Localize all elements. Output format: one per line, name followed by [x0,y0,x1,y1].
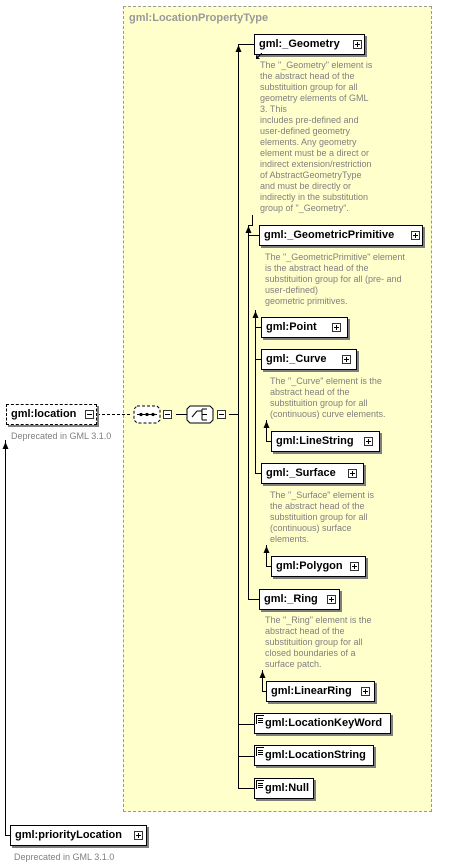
element-line-string[interactable]: gml:LineString [271,431,380,452]
element-priority-location[interactable]: gml:priorityLocation [10,825,147,846]
element-surface[interactable]: gml:_Surface [261,463,364,484]
expand-icon[interactable] [364,437,373,446]
collapse-icon[interactable] [85,410,94,419]
element-polygon-label: gml:Polygon [276,560,343,572]
element-null-label: gml:Null [265,782,309,794]
location-caption: Deprecated in GML 3.1.0 [11,431,112,441]
element-null[interactable]: gml:Null [254,778,314,799]
element-location-string[interactable]: gml:LocationString [254,745,374,766]
element-ring[interactable]: gml:_Ring [259,589,340,610]
expand-icon[interactable] [411,231,420,240]
sequence-compositor [133,405,172,424]
element-linear-ring[interactable]: gml:LinearRing [266,681,375,702]
expand-icon[interactable] [134,831,143,840]
geometry-doc: The "_Geometry" element is the abstract … [260,60,373,213]
type-title: gml:LocationPropertyType [129,12,269,24]
simple-type-icon [256,715,264,724]
element-location-label: gml:location [11,408,77,420]
expand-icon[interactable] [332,323,341,332]
element-geometry-label: gml:_Geometry [259,38,340,50]
element-location-key-word[interactable]: gml:LocationKeyWord [254,713,391,734]
geometric-primitive-doc: The "_GeometricPrimitive" element is the… [265,252,405,306]
element-point-label: gml:Point [266,321,317,333]
element-point[interactable]: gml:Point [261,317,348,338]
expand-icon[interactable] [342,355,351,364]
element-priority-location-label: gml:priorityLocation [15,829,122,841]
surface-doc: The "_Surface" element is the abstract h… [270,490,374,544]
reference-arrow-icon [256,47,263,59]
type-container [123,6,432,812]
expand-icon[interactable] [348,469,357,478]
expand-icon[interactable] [327,595,336,604]
expand-icon[interactable] [353,40,362,49]
curve-doc: The "_Curve" element is the abstract hea… [270,376,386,419]
simple-type-icon [256,747,264,756]
element-curve-label: gml:_Curve [266,353,327,365]
element-linear-ring-label: gml:LinearRing [271,685,352,697]
element-curve[interactable]: gml:_Curve [261,349,357,370]
element-geometry[interactable]: gml:_Geometry [254,34,365,59]
priority-location-caption: Deprecated in GML 3.1.0 [14,852,115,862]
expand-icon[interactable] [361,687,370,696]
expand-icon[interactable] [350,562,359,571]
element-geometric-primitive-label: gml:_GeometricPrimitive [264,229,395,241]
element-polygon[interactable]: gml:Polygon [271,556,366,577]
element-location-key-word-label: gml:LocationKeyWord [265,717,383,729]
element-surface-label: gml:_Surface [266,467,336,479]
element-geometric-primitive[interactable]: gml:_GeometricPrimitive [259,225,423,246]
element-line-string-label: gml:LineString [276,435,354,447]
element-location-string-label: gml:LocationString [265,749,366,761]
choice-compositor [186,405,226,424]
simple-type-icon [256,780,264,789]
element-ring-label: gml:_Ring [264,593,318,605]
ring-doc: The "_Ring" element is the abstract head… [265,615,372,669]
element-location[interactable]: gml:location [6,404,97,425]
